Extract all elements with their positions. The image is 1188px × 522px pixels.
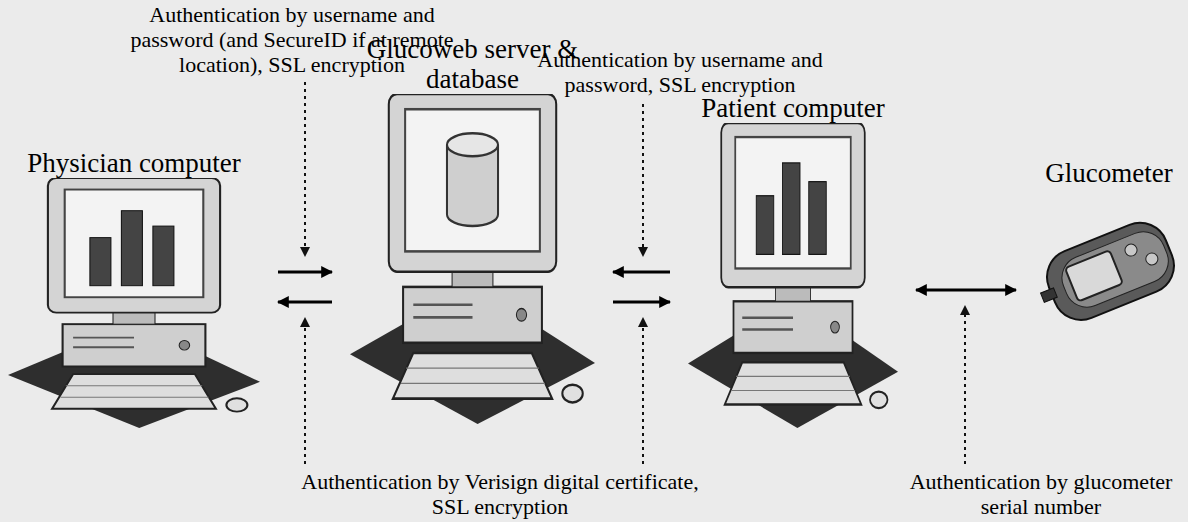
leader-line (642, 318, 644, 464)
data-flow-arrow (613, 301, 670, 304)
leader-line (304, 318, 306, 464)
node-heading: Physician computer (8, 148, 260, 178)
data-flow-arrow (278, 271, 332, 274)
node-heading: Glucometer (1034, 158, 1184, 188)
computer-node: Physician computer (8, 148, 260, 428)
data-flow-arrow (613, 271, 670, 274)
annotation-text: Authentication by username and password … (112, 2, 472, 77)
computer-node: Glucometer (1034, 158, 1184, 348)
computer-icon (8, 178, 260, 428)
glucometer-icon (1034, 188, 1184, 348)
node-heading: Patient computer (688, 93, 898, 123)
leader-line (964, 306, 966, 464)
computer-icon (350, 94, 595, 424)
annotation-text: Authentication by glucometer serial numb… (900, 469, 1182, 519)
computer-icon (688, 123, 898, 428)
leader-line (304, 82, 306, 256)
data-flow-arrow (278, 301, 332, 304)
computer-node: Glucoweb server & database (350, 34, 595, 424)
annotation-text: Authentication by Verisign digital certi… (300, 469, 700, 519)
data-flow-arrow (916, 289, 1016, 292)
computer-node: Patient computer (688, 93, 898, 428)
annotation-text: Authentication by username and password,… (500, 47, 860, 97)
leader-line (642, 104, 644, 256)
